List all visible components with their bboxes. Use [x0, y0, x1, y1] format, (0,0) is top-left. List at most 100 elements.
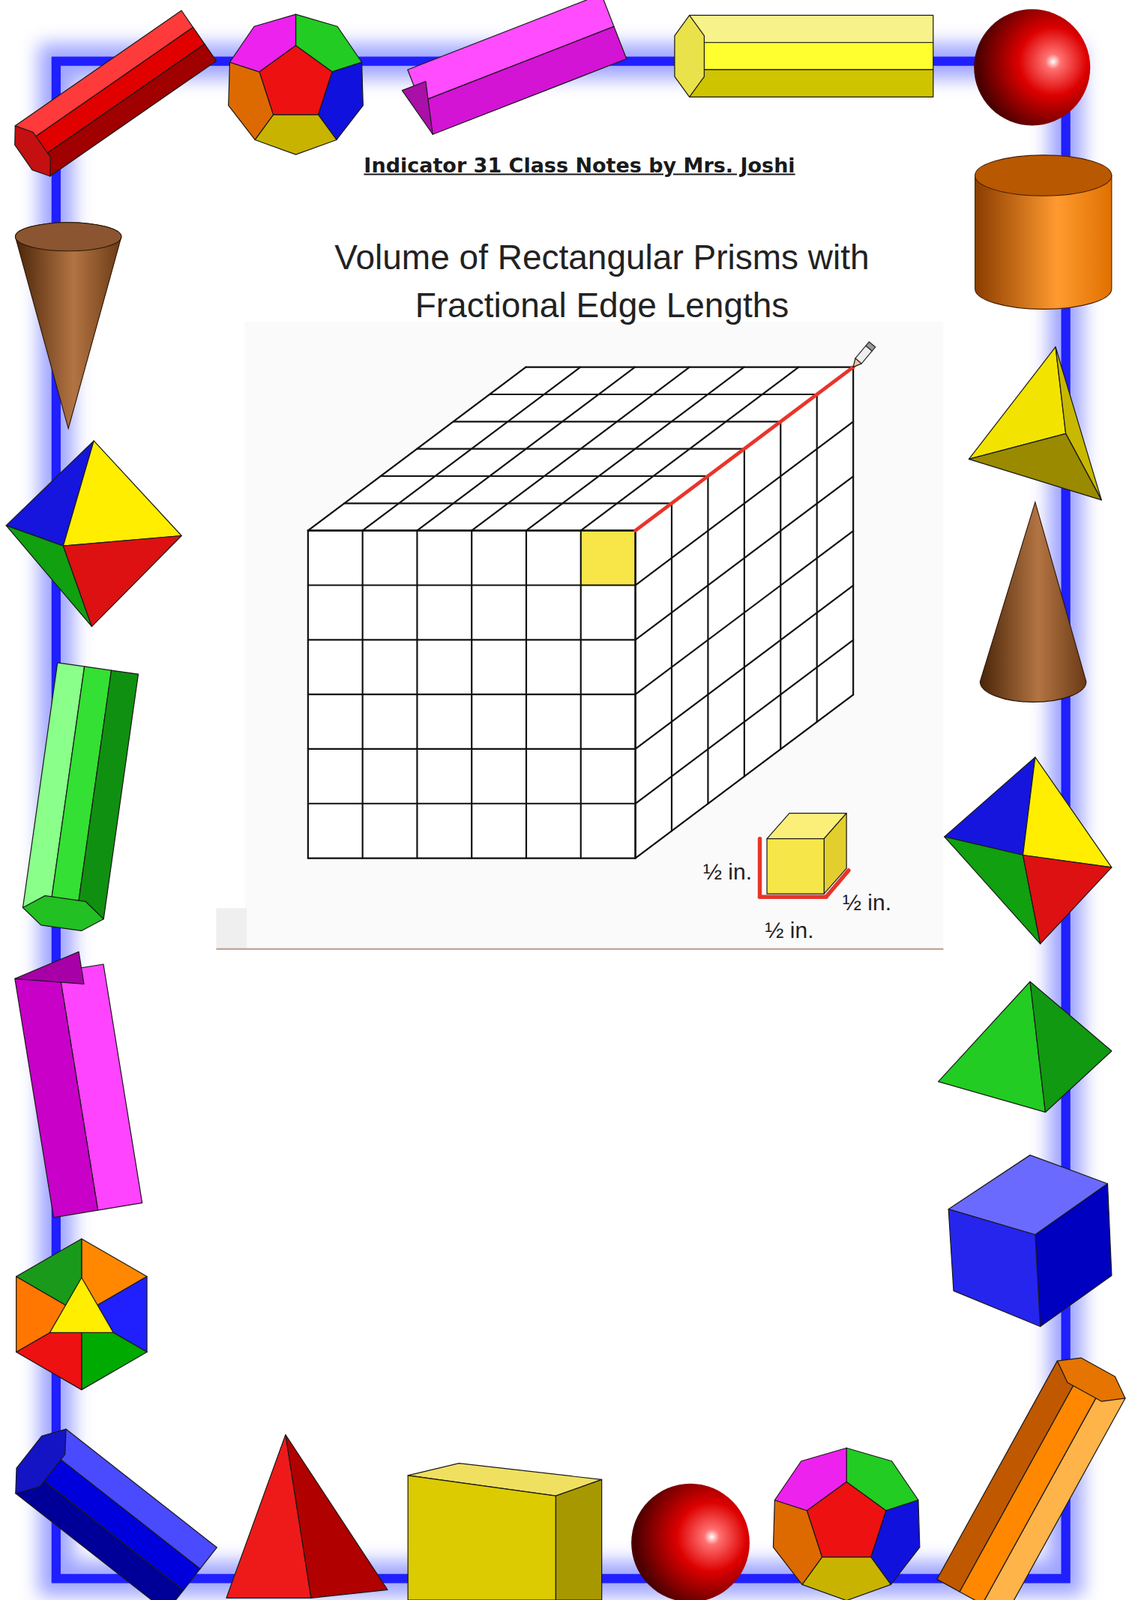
- triangular-prism: [14, 951, 143, 1217]
- dimension-label: ½ in.: [764, 917, 814, 944]
- unit-cube-key: [760, 813, 849, 898]
- edge-highlight: [757, 838, 762, 898]
- hexagonal-prism: [22, 662, 138, 932]
- grid-line: [308, 748, 636, 750]
- page-title: Indicator 31 Class Notes by Mrs. Joshi: [363, 153, 795, 177]
- prism-face: [15, 1471, 184, 1600]
- grid-line: [635, 694, 854, 859]
- prism-face: [419, 26, 626, 135]
- prism-face: [689, 14, 934, 42]
- prism-cap: [22, 895, 104, 932]
- edge-highlight: [635, 367, 854, 531]
- page-border: [56, 61, 1067, 1579]
- cube-face: [1035, 1183, 1112, 1327]
- prism-face: [26, 26, 205, 159]
- prism-grid: [308, 367, 854, 859]
- dodecahedron: [228, 14, 364, 155]
- grid-line: [635, 640, 854, 804]
- octahedron-face: [1023, 854, 1112, 944]
- tetrahedron: [968, 347, 1102, 501]
- grid-line: [416, 448, 745, 450]
- edge-highlight: [760, 895, 827, 899]
- grid-line: [635, 421, 854, 585]
- prism-face: [76, 670, 138, 920]
- side-face: [635, 367, 854, 859]
- grid-line: [308, 802, 636, 805]
- volume-picture: [215, 321, 944, 950]
- icosahedron-face: [49, 1277, 114, 1333]
- grid-line: [308, 583, 636, 586]
- sphere: [973, 8, 1091, 126]
- prism-cap: [15, 1428, 66, 1494]
- hexagonal-prism: [674, 14, 934, 97]
- cube: [948, 1155, 1112, 1327]
- hexagonal-prism: [15, 1428, 218, 1600]
- grid-line: [489, 393, 818, 396]
- cube-face: [823, 813, 847, 895]
- grid-line: [635, 530, 854, 695]
- cone-body: [14, 222, 121, 429]
- grid-line: [344, 502, 672, 504]
- prism-face: [959, 1373, 1103, 1600]
- dimension-label: ½ in.: [703, 859, 752, 885]
- cube-face: [766, 838, 824, 894]
- grid-line: [635, 367, 854, 531]
- grid-line: [635, 585, 854, 749]
- octahedron-face: [944, 836, 1041, 944]
- cube-face: [948, 1209, 1040, 1327]
- border-line: [56, 61, 1067, 1579]
- grid-line: [308, 693, 636, 695]
- prism-face: [689, 69, 934, 97]
- prism-face: [407, 1475, 556, 1600]
- grid-line: [308, 530, 636, 532]
- prism-face: [937, 1360, 1081, 1592]
- cone-base: [14, 222, 121, 252]
- border-glow: [56, 61, 1067, 1579]
- prism-face: [38, 44, 216, 177]
- triangular-prism: [401, 0, 626, 135]
- cone: [14, 222, 121, 429]
- octahedron-face: [1023, 757, 1112, 868]
- icosahedron: [16, 1238, 147, 1390]
- cylinder: [975, 155, 1112, 309]
- tetrahedron: [938, 981, 1112, 1112]
- grid-line: [308, 856, 636, 859]
- unit-cube: [580, 530, 636, 586]
- dodecahedron: [772, 1447, 920, 1600]
- picture-ground: [245, 321, 944, 950]
- grid-line: [308, 530, 636, 532]
- sphere: [631, 1483, 750, 1600]
- tetrahedron-face: [938, 981, 1046, 1112]
- cone-body: [979, 502, 1086, 703]
- dodecahedron-face: [259, 45, 333, 115]
- picture-heading: Volume of Rectangular Prisms with Fracti…: [279, 233, 925, 330]
- prism-cap: [14, 951, 84, 984]
- octahedron: [5, 440, 182, 627]
- grid-line: [635, 476, 854, 640]
- prism-face: [14, 971, 99, 1218]
- picture-edge: [215, 948, 944, 950]
- prism-cap: [674, 14, 704, 97]
- tetrahedron-face: [285, 1434, 388, 1599]
- tetrahedron-face: [1030, 981, 1112, 1112]
- tetrahedron-face: [968, 433, 1102, 500]
- pentagonal-prism: [14, 10, 217, 177]
- tetrahedron: [226, 1434, 388, 1599]
- octahedron: [944, 757, 1112, 944]
- prism-face: [555, 1479, 602, 1600]
- rectangular-prism: [407, 1463, 602, 1600]
- pencil-end: [865, 341, 876, 351]
- octahedron-face: [62, 440, 182, 546]
- cone: [979, 502, 1086, 703]
- octahedron-face: [62, 536, 182, 627]
- front-face: [308, 530, 636, 859]
- dodecahedron-face: [807, 1482, 887, 1558]
- prism-cap: [14, 125, 51, 177]
- pencil: [850, 341, 876, 370]
- grid-line: [453, 420, 782, 423]
- picture-strip: [215, 907, 247, 949]
- cylinder-top: [975, 155, 1112, 196]
- prism-face: [689, 42, 934, 70]
- grid-line: [308, 638, 636, 641]
